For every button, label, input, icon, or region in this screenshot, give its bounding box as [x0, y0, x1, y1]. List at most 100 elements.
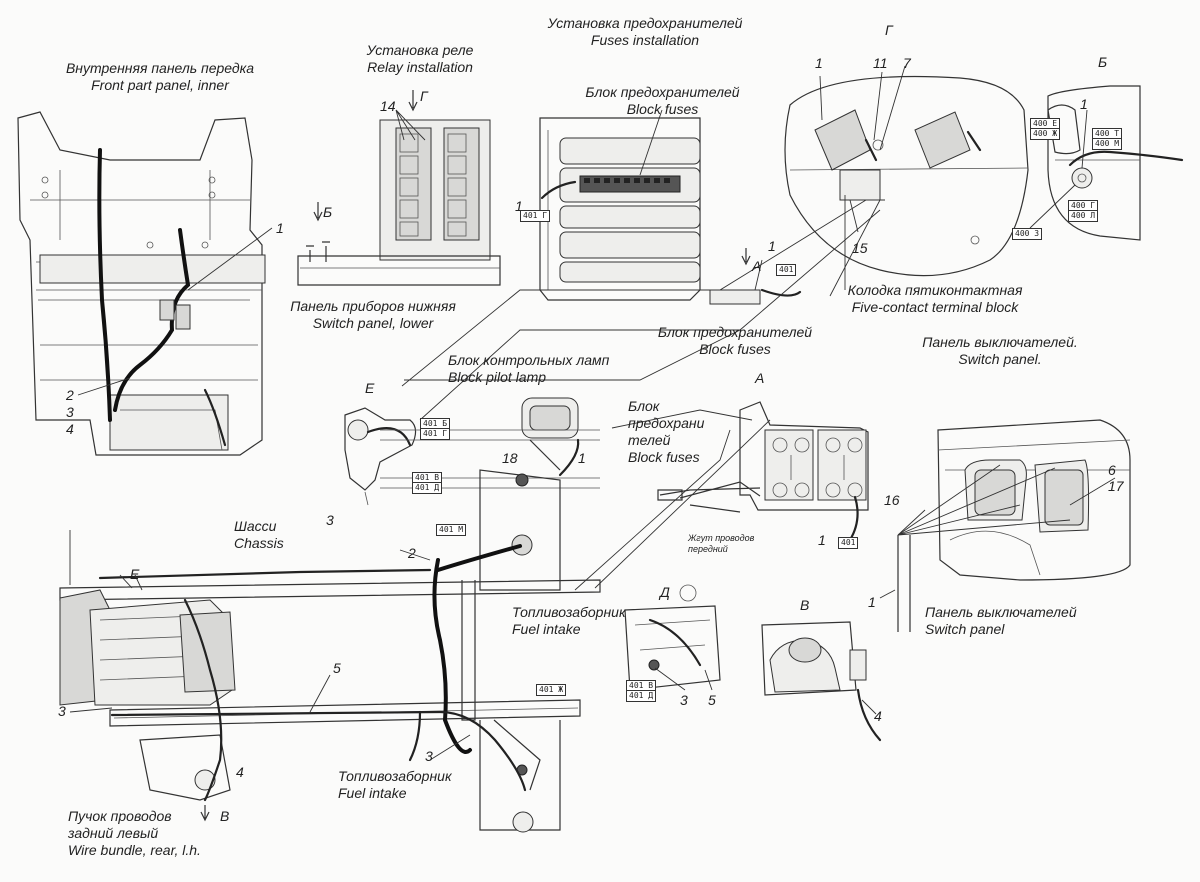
callout-3-front: 3: [66, 404, 74, 420]
block-fuses-mid-label-ru: Блок предохранителей: [657, 324, 813, 340]
pilot-lamp-drawing: [344, 397, 600, 591]
callout-3-e: 3: [326, 512, 334, 528]
fuel-intake-label-1-en: Fuel intake: [512, 621, 581, 637]
fuses-drawing: [539, 109, 802, 305]
chassis-drawing: [59, 530, 601, 833]
fuses-view-a-label: А: [752, 258, 762, 274]
callout-6: 6: [1108, 462, 1116, 478]
relay-installation-label-en: Relay installation: [367, 59, 473, 75]
view-v-drawing: [761, 621, 882, 742]
relay-view-g-label: Г: [420, 88, 428, 104]
view-b-label: Б: [1098, 54, 1108, 70]
wire-tag-401-fuses: 401: [776, 264, 797, 276]
front-panel-label: Внутренняя панель передка Front part pan…: [40, 60, 280, 94]
fuel-intake-label-1: Топливозаборник Fuel intake: [512, 604, 626, 638]
wire-tag-401d-e: 401 Д: [412, 482, 443, 494]
switch-panel-right-label-en: Switch panel.: [958, 351, 1042, 367]
callout-2-chassis: 2: [408, 545, 416, 561]
switch-panel-bottom-label: Панель выключателей Switch panel: [925, 604, 1077, 638]
switch-panel-right-label: Панель выключателей. Switch panel.: [920, 334, 1080, 368]
view-v-label: В: [800, 597, 810, 613]
block-fuses-mid-label: Блок предохранителей Block fuses: [645, 324, 825, 358]
switch-panel-right-label-ru: Панель выключателей.: [922, 334, 1078, 350]
pilot-lamp-label: Блок контрольных ламп Block pilot lamp: [448, 352, 609, 386]
callout-17: 17: [1108, 478, 1124, 494]
wire-bundle-label-ru2: задний левый: [68, 825, 159, 841]
callout-11: 11: [873, 55, 888, 71]
view-a-label: А: [755, 370, 765, 386]
fuses-installation-label-en: Fuses installation: [590, 32, 700, 48]
wire-tag-400z: 400 З: [1012, 228, 1043, 240]
terminal-block-label-en: Five-contact terminal block: [851, 299, 1019, 315]
relay-drawing: [297, 90, 501, 286]
callout-4-v: 4: [874, 708, 882, 724]
wire-bundle-label: Пучок проводов задний левый Wire bundle,…: [68, 808, 201, 859]
wire-tag-400m: 400 М: [1092, 138, 1123, 150]
switch-panel-lower-label: Панель приборов нижняя Switch panel, low…: [278, 298, 468, 332]
callout-1-switch: 1: [868, 594, 876, 610]
handwritten-line-2: передний: [688, 544, 728, 554]
pilot-lamp-label-ru: Блок контрольных ламп: [448, 352, 610, 368]
callout-1-fuses-right: 1: [768, 238, 776, 254]
pilot-lamp-label-en: Block pilot lamp: [448, 369, 547, 385]
wire-tag-401g-e: 401 Г: [420, 428, 451, 440]
callout-5-d: 5: [708, 692, 716, 708]
wire-tag-401m: 401 М: [436, 524, 467, 536]
block-fuses-a-label: Блок предохрани телей Block fuses: [628, 398, 704, 466]
chassis-label: Шасси Chassis: [234, 518, 284, 552]
block-fuses-a-label-ru3: телей: [628, 432, 671, 448]
callout-18: 18: [502, 450, 518, 466]
front-panel-label-ru: Внутренняя панель передка: [65, 60, 255, 76]
callout-3-chassis-mid: 3: [425, 748, 433, 764]
chassis-label-ru: Шасси: [234, 518, 277, 534]
block-fuses-a-label-ru2: предохрани: [628, 415, 705, 431]
switch-panel-lower-label-en: Switch panel, lower: [312, 315, 434, 331]
handwritten-line-1: Жгут проводов: [688, 533, 755, 543]
view-d-label: Д: [660, 584, 670, 600]
callout-3-chassis: 3: [58, 703, 66, 719]
relay-installation-label: Установка реле Relay installation: [350, 42, 490, 76]
callout-2-front: 2: [66, 387, 74, 403]
fuel-intake-label-2-ru: Топливозаборник: [338, 768, 452, 784]
callout-1-g: 1: [815, 55, 823, 71]
callout-7: 7: [903, 55, 911, 71]
callout-16: 16: [884, 492, 900, 508]
callout-15: 15: [852, 240, 868, 256]
wire-tag-400l: 400 Л: [1068, 210, 1099, 222]
view-e-label: Е: [365, 380, 375, 396]
callout-14: 14: [380, 98, 396, 114]
wire-tag-401d-d: 401 Д: [626, 690, 657, 702]
terminal-block-label-ru: Колодка пятиконтактная: [847, 282, 1023, 298]
wire-tag-400zh: 400 Ж: [1030, 128, 1061, 140]
relay-installation-label-ru: Установка реле: [366, 42, 474, 58]
terminal-block-label: Колодка пятиконтактная Five-contact term…: [830, 282, 1040, 316]
switch-panel-lower-label-ru: Панель приборов нижняя: [290, 298, 456, 314]
block-fuses-top-label: Блок предохранителей Block fuses: [575, 84, 750, 118]
front-panel-drawing: [17, 111, 273, 456]
callout-1-fuses: 1: [515, 198, 523, 214]
relay-view-b-label: Б: [323, 204, 333, 220]
fuses-installation-label-ru: Установка предохранителей: [547, 15, 743, 31]
switch-panel-bottom-label-ru: Панель выключателей: [925, 604, 1077, 620]
callout-1-front: 1: [276, 220, 284, 236]
wire-tag-401zh: 401 Ж: [536, 684, 567, 696]
block-fuses-mid-label-en: Block fuses: [699, 341, 771, 357]
block-fuses-a-label-en: Block fuses: [628, 449, 700, 465]
wire-bundle-label-en: Wire bundle, rear, l.h.: [68, 842, 201, 858]
switch-panel-drawing: [879, 419, 1131, 632]
wire-tag-401-a: 401: [838, 537, 859, 549]
leader-lines-center: [401, 199, 881, 591]
handwritten-harness-note: Жгут проводов передний: [688, 533, 754, 555]
callout-1-pilot: 1: [578, 450, 586, 466]
view-g-label: Г: [885, 22, 893, 38]
fuse-block-view-a: [657, 401, 869, 542]
fuel-intake-label-1-ru: Топливозаборник: [512, 604, 626, 620]
block-fuses-top-label-ru: Блок предохранителей: [585, 84, 740, 100]
fuel-intake-label-2-en: Fuel intake: [338, 785, 407, 801]
callout-1-a: 1: [818, 532, 826, 548]
connector-view-b: [1029, 85, 1184, 241]
terminal-block-view-g: [784, 65, 1029, 297]
wire-bundle-label-ru1: Пучок проводов: [68, 808, 172, 824]
